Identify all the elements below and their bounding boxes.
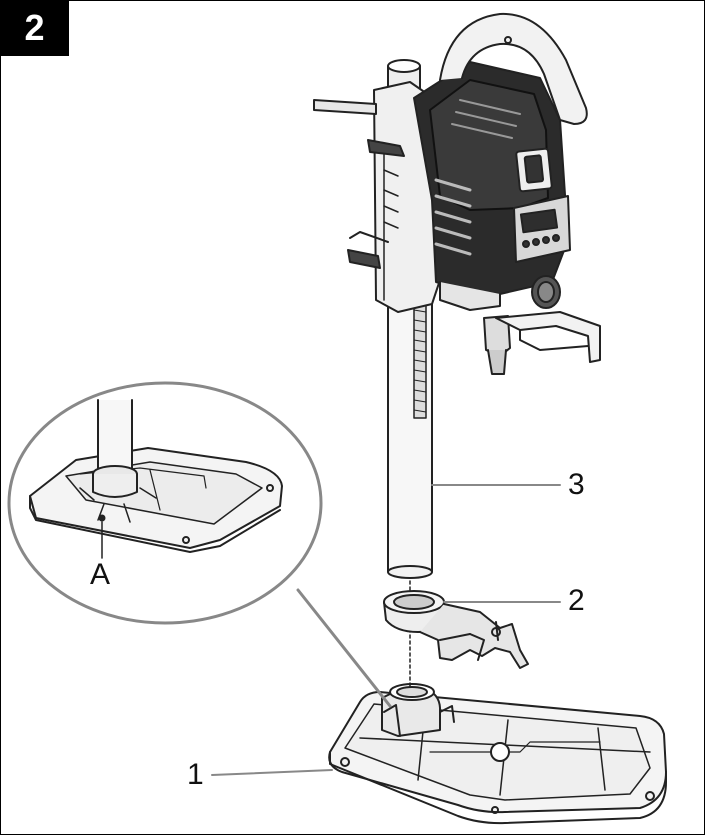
drill-head [313,12,601,375]
callout-base: 1 [187,758,204,791]
base-plate [328,683,667,825]
detail-circle [7,381,392,708]
clamp-collar [383,590,529,669]
column-tube [387,289,433,579]
callout-detail-point-a: A [90,558,111,591]
callout-clamp-collar: 2 [568,584,585,617]
figure-number-badge: 2 [0,0,69,56]
leader-line-1 [211,769,333,776]
callout-column: 3 [568,468,585,501]
